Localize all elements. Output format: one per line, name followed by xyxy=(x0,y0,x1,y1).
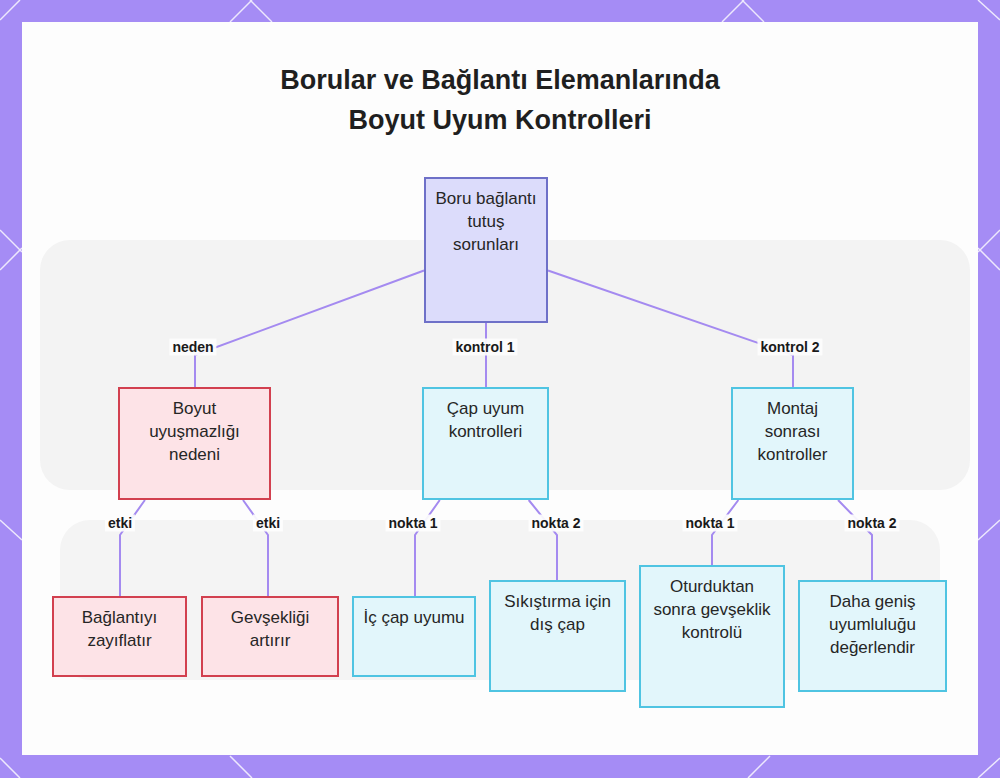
node-label: İç çap uyumu xyxy=(363,606,464,629)
node-label: Oturduktan sonra gevşeklik kontrolü xyxy=(649,575,775,644)
check-box: Montaj sonrası kontroller xyxy=(731,387,854,500)
node-label: Boyut uyuşmazlığı nedeni xyxy=(128,397,261,466)
node-label: Montaj sonrası kontroller xyxy=(741,397,844,466)
node-label: Çap uyum kontrolleri xyxy=(432,397,539,443)
edge-label: kontrol 2 xyxy=(757,339,822,356)
edge-label: kontrol 1 xyxy=(452,339,517,356)
problem-box: Boru bağlantı tutuş sorunları xyxy=(424,177,548,323)
edge-label: etki xyxy=(253,515,283,532)
edge-label: nokta 2 xyxy=(844,515,899,532)
effect-box: Bağlantıyı zayıflatır xyxy=(52,596,187,677)
node-label: Sıkıştırma için dış çap xyxy=(499,590,616,636)
point-box: Daha geniş uyumluluğu değerlendir xyxy=(798,580,947,692)
node-label: Bağlantıyı zayıflatır xyxy=(62,606,177,652)
node-label: Gevşekliği artırır xyxy=(211,606,329,652)
white-panel xyxy=(22,22,978,755)
connector-line xyxy=(838,500,872,580)
edge-label: nokta 2 xyxy=(528,515,583,532)
connector-line xyxy=(548,270,793,387)
connector-line xyxy=(712,500,738,565)
node-label: Boru bağlantı tutuş sorunları xyxy=(434,187,538,256)
edge-label: etki xyxy=(105,515,135,532)
point-box: Oturduktan sonra gevşeklik kontrolü xyxy=(639,565,785,708)
effect-box: Gevşekliği artırır xyxy=(201,596,339,677)
point-box: İç çap uyumu xyxy=(352,596,476,677)
diagram-title: Borular ve Bağlantı Elemanlarında Boyut … xyxy=(240,60,760,140)
edge-label: nokta 1 xyxy=(682,515,737,532)
edge-label: neden xyxy=(169,339,216,356)
cause-box: Boyut uyuşmazlığı nedeni xyxy=(118,387,271,500)
point-box: Sıkıştırma için dış çap xyxy=(489,580,626,692)
edge-label: nokta 1 xyxy=(385,515,440,532)
node-label: Daha geniş uyumluluğu değerlendir xyxy=(808,590,937,659)
connector-line xyxy=(529,500,557,580)
check-box: Çap uyum kontrolleri xyxy=(422,387,549,500)
connector-line xyxy=(195,270,424,387)
